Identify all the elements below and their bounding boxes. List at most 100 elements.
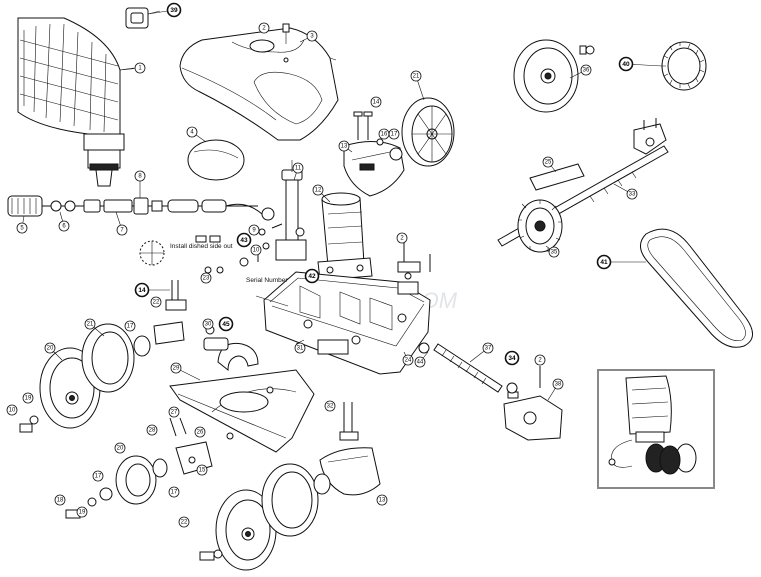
callout-number: 45 [222,321,230,328]
callout-circle [22,392,34,404]
callout-c5: 5 [16,215,28,234]
callout-number: 11 [295,165,302,171]
hose-elbow [203,325,259,372]
callout-circle [482,342,494,354]
callout-c13b: 13 [376,494,388,506]
callout-c35: 35 [545,245,560,258]
callout-circle [626,188,638,200]
callout-c20a: 20 [44,342,63,361]
callout-circle [16,222,28,234]
serial-label: Serial Number [246,277,288,284]
mid-left-wheel [65,417,213,519]
callout-circle [168,406,180,418]
callout-c38: 38 [547,378,564,401]
callout-circle [186,126,198,138]
callout-circle [304,268,320,284]
callout-number: 44 [417,359,424,365]
callout-number: 24 [405,357,412,363]
callout-circle [114,442,126,454]
callout-c43: 43 [236,232,252,248]
bag-clamp [125,7,161,29]
callout-c1: 1 [119,62,146,74]
callout-number: 31 [297,345,304,351]
callout-number: 18 [57,497,64,503]
callout-circle [294,342,306,354]
callout-c4: 4 [186,126,207,143]
callout-number: 22 [181,519,188,525]
callout-c36: 36 [569,64,592,79]
callout-c23: 23 [200,272,212,284]
callout-circle [196,464,208,476]
float [187,139,245,181]
callout-c3: 3 [299,30,318,43]
callout-c2c: 2 [534,354,546,366]
callout-number: 41 [600,259,608,266]
callout-number: 27 [171,409,178,415]
callout-number: 14 [138,287,146,294]
bottom-axle-parts [199,473,331,561]
callout-c26: 26 [194,426,206,438]
callout-c31: 31 [294,342,306,354]
callout-number: 3 [310,33,314,39]
callout-number: 25 [545,159,552,165]
callout-circle [134,62,146,74]
callout-c39: 39 [147,2,182,18]
callout-circle [218,316,234,332]
callout-circle [54,494,66,506]
callout-circle [6,404,18,416]
callout-c28: 28 [146,424,158,436]
callout-circle [376,494,388,506]
callout-c41: 41 [596,254,646,270]
callout-number: 17 [95,473,102,479]
callout-circle [134,282,150,298]
callout-c18: 18 [54,494,66,506]
callout-c14b: 14 [134,282,170,298]
callout-c14a: 14 [370,96,382,108]
rear-axle [433,343,503,393]
callout-number: 37 [485,345,492,351]
sprocket [517,199,563,253]
callout-number: 7 [120,227,124,233]
callout-circle [84,318,96,330]
callout-circle [312,184,324,196]
callout-c16: 16 [378,128,390,140]
callout-number: 17 [171,489,178,495]
callout-c9: 9 [248,224,260,236]
hose-assembly [7,195,275,221]
upper-guard [343,141,405,197]
callout-c45: 45 [218,316,234,332]
callout-number: 34 [508,355,516,362]
left-wheel-inner [81,323,135,393]
callout-circle [150,296,162,308]
callout-number: 20 [47,345,54,351]
callout-c8: 8 [134,170,146,198]
callout-circle [200,272,212,284]
callout-circle [194,426,206,438]
callout-number: 21 [87,321,94,327]
callout-c15: 15 [196,464,208,476]
callout-c2b: 2 [396,232,408,244]
callout-number: 2 [262,25,266,31]
callout-circle [248,224,260,236]
callout-c21a: 21 [84,318,105,337]
callout-number: 40 [622,61,630,68]
callout-number: 13 [341,143,348,149]
callout-circle [178,516,190,528]
callout-circle [534,354,546,366]
callout-circle [542,156,554,168]
callout-c2a: 2 [258,22,270,34]
callout-circle [116,224,128,236]
callout-number: 16 [381,131,388,137]
callout-circle [76,506,88,518]
left-axle-parts [19,280,187,433]
callout-circle [292,162,304,174]
dished-side-detail [139,240,165,266]
callout-c34: 34 [504,350,520,366]
inset-box [597,369,715,489]
callout-c30: 30 [202,318,214,330]
callout-number: 30 [205,321,212,327]
callout-c27: 27 [168,406,180,418]
callout-number: 33 [629,191,636,197]
callout-number: 8 [138,173,142,179]
top-cover [179,23,339,141]
